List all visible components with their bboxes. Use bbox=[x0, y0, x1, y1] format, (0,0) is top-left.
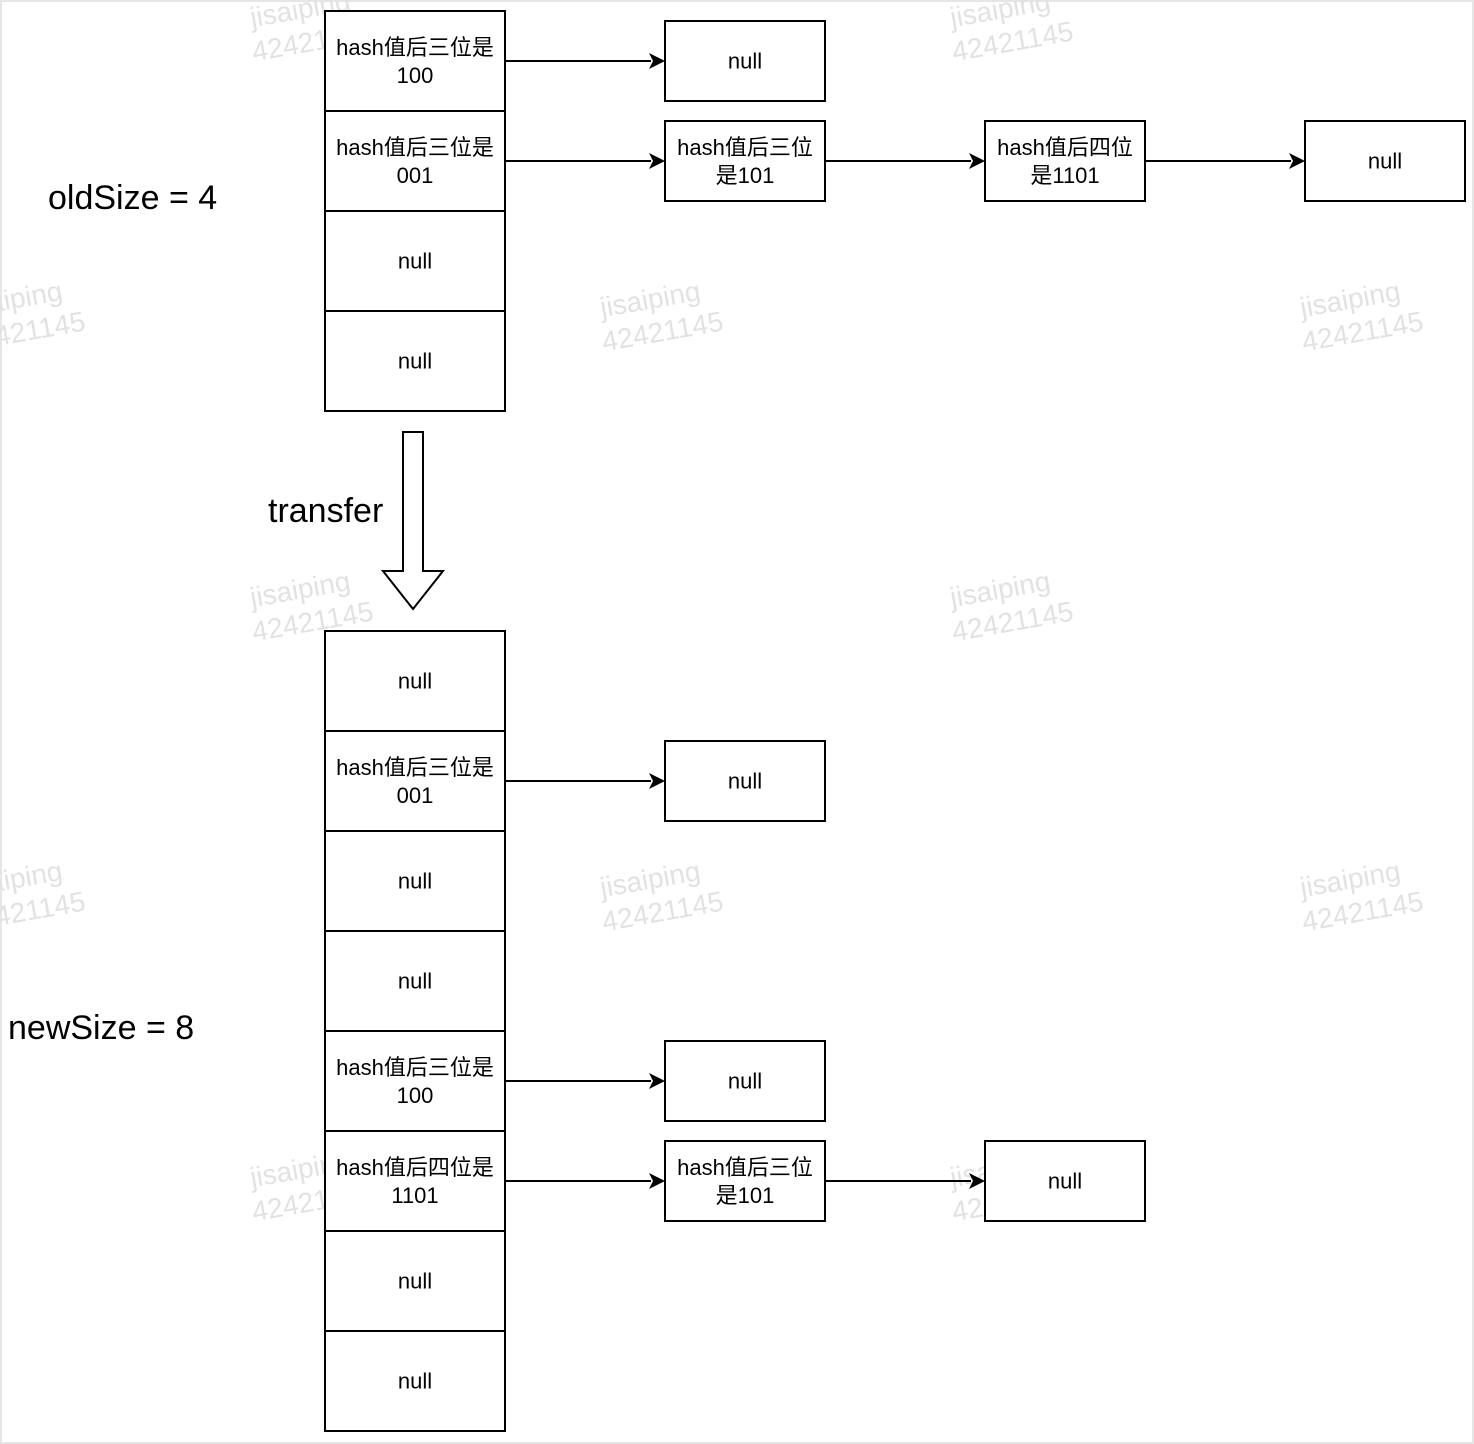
bucket-label: null bbox=[398, 969, 432, 994]
bucket-cell bbox=[324, 1230, 506, 1332]
chain-node-box bbox=[664, 1040, 826, 1122]
transfer-label: transfer bbox=[268, 492, 383, 530]
bucket-label: null bbox=[398, 349, 432, 374]
chain-node-box bbox=[984, 120, 1146, 202]
transfer-arrow bbox=[380, 431, 446, 611]
bucket-cell bbox=[324, 630, 506, 732]
chain-node-label: hash值后四位是1101 bbox=[997, 135, 1133, 188]
old-size-label: oldSize = 4 bbox=[48, 179, 217, 217]
old-bucket-3: null bbox=[324, 310, 506, 412]
bucket-label: null bbox=[398, 669, 432, 694]
chain-node-label: hash值后三位是101 bbox=[677, 135, 813, 188]
chain-node: null bbox=[664, 1040, 826, 1122]
chain-node: null bbox=[1304, 120, 1466, 202]
bucket-cell bbox=[324, 730, 506, 832]
chain-node: hash值后四位是1101 bbox=[984, 120, 1146, 202]
chain-node-label: null bbox=[728, 1069, 762, 1094]
bucket-cell bbox=[324, 830, 506, 932]
chain-node-box bbox=[664, 120, 826, 202]
chain-node: hash值后三位是101 bbox=[664, 120, 826, 202]
arrowhead bbox=[649, 773, 665, 789]
new-bucket-3: null bbox=[324, 930, 506, 1032]
new-size-label: newSize = 8 bbox=[8, 1009, 194, 1047]
chain-node: null bbox=[664, 740, 826, 822]
chain-node-box bbox=[664, 1140, 826, 1222]
arrowhead bbox=[969, 1173, 985, 1189]
bucket-cell bbox=[324, 110, 506, 212]
arrowhead bbox=[649, 53, 665, 69]
chain-node-label: null bbox=[728, 769, 762, 794]
chain-node-label: null bbox=[1368, 149, 1402, 174]
arrowhead bbox=[1289, 153, 1305, 169]
arrowhead bbox=[649, 1173, 665, 1189]
chain-node: null bbox=[984, 1140, 1146, 1222]
old-bucket-2: null bbox=[324, 210, 506, 312]
bucket-cell bbox=[324, 1330, 506, 1432]
new-bucket-2: null bbox=[324, 830, 506, 932]
chain-node-box bbox=[664, 740, 826, 822]
chain-node-box bbox=[1304, 120, 1466, 202]
bucket-cell bbox=[324, 310, 506, 412]
chain-node-box bbox=[664, 20, 826, 102]
chain-node-label: hash值后三位是101 bbox=[677, 1155, 813, 1208]
bucket-cell bbox=[324, 10, 506, 112]
new-bucket-6: null bbox=[324, 1230, 506, 1332]
chain-node: hash值后三位是101 bbox=[664, 1140, 826, 1222]
bucket-cell bbox=[324, 210, 506, 312]
bucket-label: null bbox=[398, 1269, 432, 1294]
chain-node-box bbox=[984, 1140, 1146, 1222]
bucket-cell bbox=[324, 1130, 506, 1232]
arrowhead bbox=[649, 1073, 665, 1089]
arrowhead bbox=[649, 153, 665, 169]
chain-node-label: null bbox=[1048, 1169, 1082, 1194]
new-bucket-7: null bbox=[324, 1330, 506, 1432]
bucket-label: null bbox=[398, 249, 432, 274]
bucket-label: null bbox=[398, 1369, 432, 1394]
bucket-cell bbox=[324, 930, 506, 1032]
bucket-label: null bbox=[398, 869, 432, 894]
chain-node: null bbox=[664, 20, 826, 102]
bucket-cell bbox=[324, 1030, 506, 1132]
chain-node-label: null bbox=[728, 49, 762, 74]
arrowhead bbox=[969, 153, 985, 169]
new-bucket-0: null bbox=[324, 630, 506, 732]
